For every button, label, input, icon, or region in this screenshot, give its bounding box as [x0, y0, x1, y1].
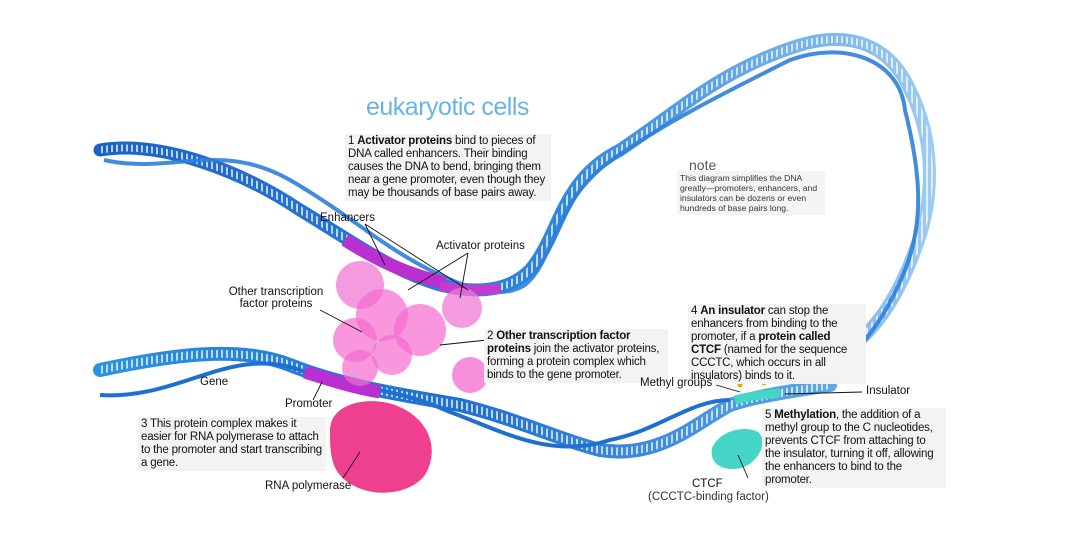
- step-number: 2: [487, 330, 494, 342]
- step-text: bind to pieces of DNA called enhancers. …: [348, 135, 545, 199]
- step-5-caption: 5 Methylation, the addition of a methyl …: [762, 408, 946, 488]
- step-text: can stop the enhancers from binding to t…: [691, 305, 838, 343]
- step-bold: Activator proteins: [357, 135, 453, 147]
- ctcf-blob: [711, 428, 763, 470]
- label-methyl-groups: Methyl groups: [640, 377, 713, 389]
- step-number: 3: [141, 418, 148, 430]
- step-text: This protein complex makes it easier for…: [141, 418, 322, 469]
- activator-protein: [442, 288, 482, 328]
- step-number: 4: [691, 305, 698, 317]
- step-bold: Other transcription factor proteins: [487, 330, 631, 355]
- step-3-caption: 3 This protein complex makes it easier f…: [138, 417, 326, 471]
- label-gene: Gene: [200, 376, 229, 388]
- step-4-caption: 4 An insulator can stop the enhancers fr…: [688, 304, 866, 384]
- step-text-2: (named for the sequence CCCTC, which occ…: [691, 344, 848, 382]
- label-other-tf: Other transcription factor proteins: [228, 286, 324, 310]
- leader-lines: [312, 223, 863, 479]
- step-1-caption: 1 Activator proteins bind to pieces of D…: [345, 134, 551, 201]
- label-other-tf-line1: Other transcription: [228, 286, 324, 298]
- label-other-tf-line2: factor proteins: [239, 298, 313, 310]
- step-text: , the addition of a methyl group to the …: [765, 409, 934, 486]
- label-rna-polymerase: RNA polymerase: [265, 480, 352, 492]
- rna-polymerase-blob: [330, 401, 432, 493]
- step-bold: Methylation: [774, 409, 836, 421]
- tf-protein: [452, 357, 488, 393]
- label-ctcf-full: (CCCTC-binding factor): [648, 491, 769, 503]
- step-bold-2: protein called CTCF: [691, 331, 831, 356]
- step-2-caption: 2 Other transcription factor proteins jo…: [484, 329, 668, 383]
- step-text: join the activator proteins, forming a p…: [487, 343, 660, 381]
- label-activator-proteins: Activator proteins: [436, 240, 525, 252]
- note-heading: note: [689, 157, 717, 173]
- label-insulator: Insulator: [866, 385, 911, 397]
- step-number: 1: [348, 135, 355, 147]
- tf-protein: [333, 318, 377, 362]
- label-ctcf: CTCF: [692, 478, 723, 490]
- tf-protein: [372, 335, 412, 375]
- tf-protein: [342, 350, 378, 386]
- protein-complex: [330, 261, 763, 493]
- label-enhancers: Enhancers: [320, 212, 375, 224]
- label-promoter: Promoter: [285, 398, 333, 410]
- page-title: eukaryotic cells: [366, 93, 529, 121]
- step-number: 5: [765, 409, 772, 421]
- note-body: This diagram simplifies the DNA greatly—…: [677, 171, 825, 215]
- step-bold: An insulator: [700, 305, 765, 317]
